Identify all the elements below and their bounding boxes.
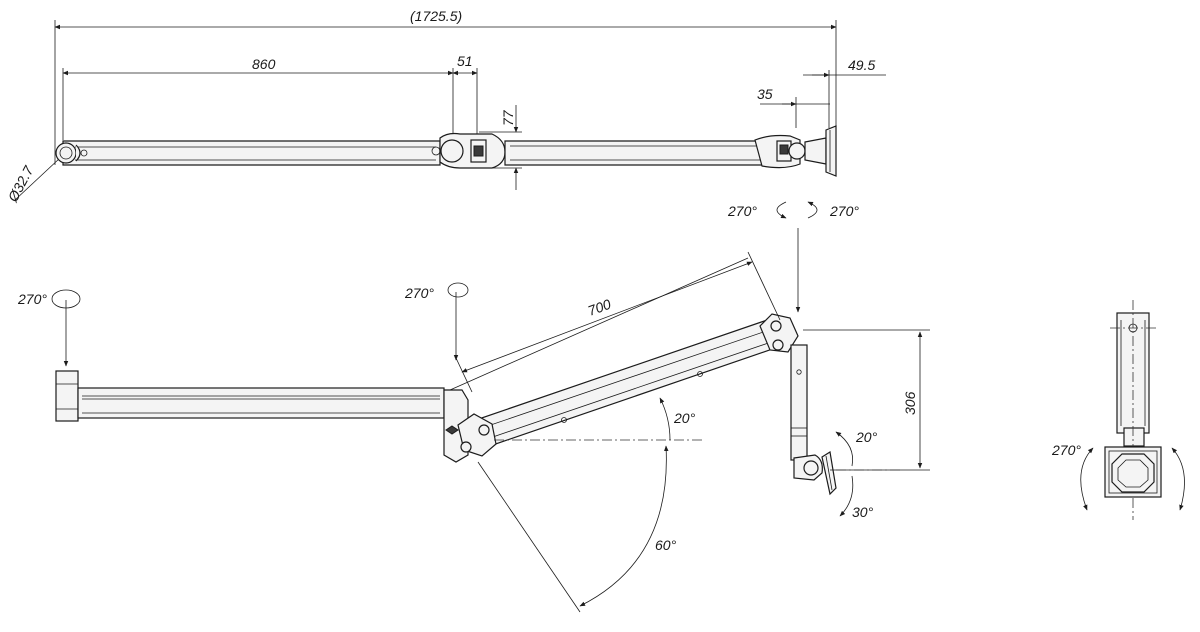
dim-joint-label: 51 xyxy=(457,53,473,69)
dim-mount-offset-label: 35 xyxy=(757,86,773,102)
dim-total-label: (1725.5) xyxy=(410,8,462,24)
arm-1-top xyxy=(55,140,441,166)
arm-2-side xyxy=(445,313,799,457)
angle-rot-base: 270° xyxy=(17,291,47,307)
head-mount-top xyxy=(754,125,837,177)
dim-arm2-label: 700 xyxy=(586,296,614,319)
arm-1-side xyxy=(55,370,445,422)
angle-tilt-head-down: 30° xyxy=(852,504,874,520)
angle-tilt-head-up: 20° xyxy=(855,429,878,445)
angle-tilt-arm-down: 60° xyxy=(655,537,677,553)
dim-mount-depth-label: 49.5 xyxy=(848,57,875,73)
angle-rot-end-view: 270° xyxy=(1051,442,1081,458)
angle-rot-top-left: 270° xyxy=(727,203,757,219)
elbow-joint-top xyxy=(431,132,506,169)
arm-2-top xyxy=(504,140,766,166)
angle-rot-elbow: 270° xyxy=(404,285,434,301)
dim-drop-label: 306 xyxy=(902,391,918,415)
base-rotation: 270° xyxy=(17,289,81,367)
dim-height-label: 77 xyxy=(500,109,516,126)
angle-tilt-arm-up: 20° xyxy=(673,410,696,426)
dim-arm1-label: 860 xyxy=(252,56,276,72)
end-view: 270° xyxy=(1051,300,1185,520)
side-view: 270° 270° xyxy=(17,251,930,613)
elbow-pivot-side: 270° xyxy=(404,282,469,463)
top-view: (1725.5) 860 51 77 49.5 35 Ø32.7 xyxy=(4,8,886,313)
vertical-drop-side xyxy=(790,344,837,496)
dim-line-arm2 xyxy=(461,261,753,373)
rotation-indicators-top: 270° 270° xyxy=(727,201,859,313)
angle-rot-top-right: 270° xyxy=(829,203,859,219)
